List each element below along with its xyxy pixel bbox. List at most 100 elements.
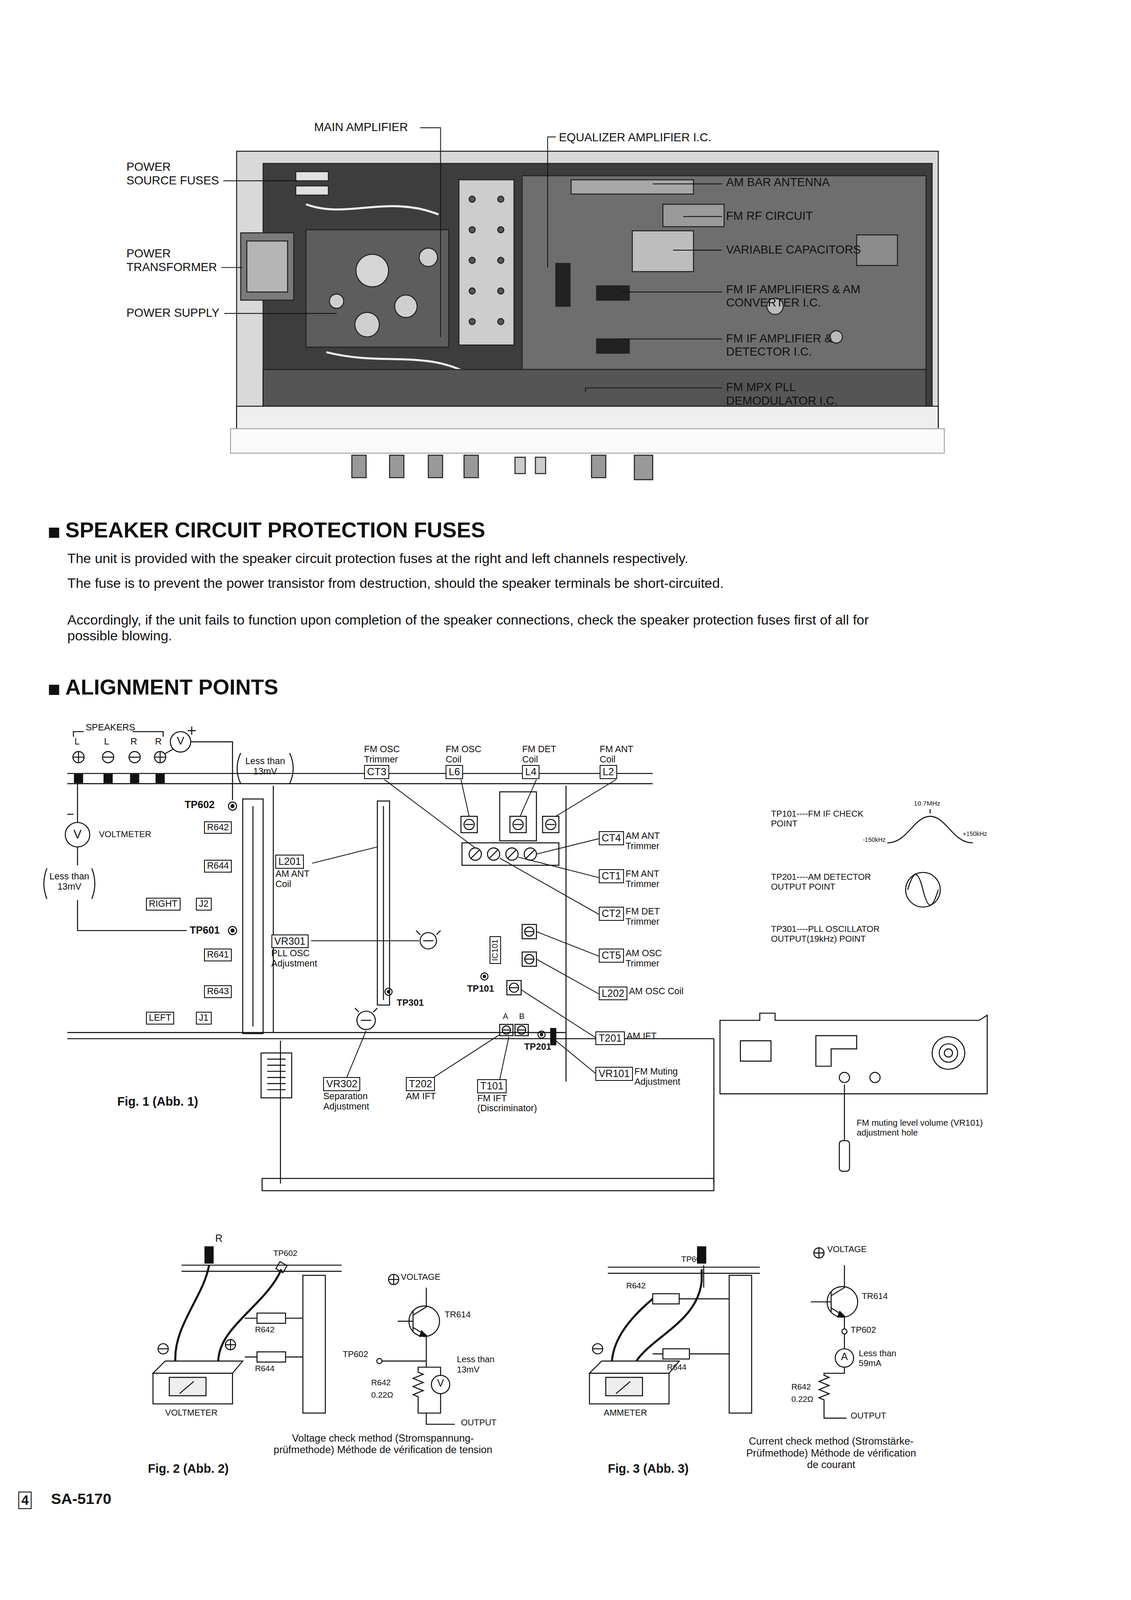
resistor-label: R642: [371, 1377, 391, 1388]
body-text: The unit is provided with the speaker ci…: [67, 550, 986, 567]
page-number-box: 4: [18, 1491, 32, 1509]
leader-line: [555, 779, 616, 817]
callout-label: FM IF AMPLIFIERS & AM CONVERTER I.C.: [725, 282, 864, 310]
voltage-check-drawing: [157, 1347, 169, 1349]
part-description: AM IFT: [626, 1031, 683, 1042]
part-code: 4: [21, 1492, 29, 1508]
alignment-drawing: [361, 1019, 372, 1021]
alignment-drawing: [74, 774, 83, 783]
part-box: CT4AM ANT Trimmer: [598, 830, 624, 846]
part-description: FM DET Coil: [521, 744, 572, 765]
leader-line: [346, 1030, 366, 1078]
part-code: CT2: [601, 907, 621, 919]
point-letter: A: [502, 1011, 509, 1021]
heading-bullet: [49, 684, 60, 695]
alignment-drawing: [513, 823, 522, 825]
alignment-drawing: [502, 1029, 511, 1031]
part-box: T202AM IFT: [405, 1076, 435, 1091]
callout-label: EQUALIZER AMPLIFIER I.C.: [558, 130, 712, 145]
alignment-drawing: [499, 791, 537, 841]
alignment-drawing: [525, 930, 534, 932]
part-box: CT5AM OSC Trimmer: [598, 948, 624, 963]
alignment-drawing: [489, 849, 498, 858]
alignment-drawing: [384, 988, 393, 996]
alignment-drawing: [419, 932, 437, 949]
test-point-label: TP602: [342, 1349, 369, 1359]
alignment-drawing: [545, 819, 556, 830]
chassis-photo: [351, 454, 366, 478]
part-code: R641: [206, 949, 229, 960]
instrument-label: VOLTMETER: [99, 829, 152, 840]
chassis-photo: [236, 151, 939, 429]
part-code: J1: [198, 1012, 209, 1023]
voltage-check-drawing: [303, 1275, 326, 1414]
callout-label: POWER TRANSFORMER: [126, 246, 229, 274]
leader-line: [384, 779, 476, 848]
part-description: Separation Adjustment: [323, 1091, 385, 1112]
section-heading: ALIGNMENT POINTS: [65, 675, 279, 700]
chassis-photo: [497, 287, 504, 294]
part-code: J2: [198, 898, 209, 909]
leader-line: [536, 931, 599, 956]
part-code: VR301: [274, 935, 306, 947]
voltage-check-drawing: [157, 1343, 169, 1354]
leader-line: [499, 857, 599, 914]
alignment-drawing: [67, 773, 653, 784]
alignment-drawing: [76, 783, 78, 823]
leader-line: [460, 779, 470, 817]
alignment-drawing: [521, 924, 537, 939]
chassis-photo: [230, 151, 945, 480]
signal-label: OUTPUT: [850, 1410, 887, 1421]
measurement-note: Less than 13mV: [44, 871, 94, 892]
alignment-drawing: [43, 868, 95, 899]
alignment-drawing: [487, 847, 500, 860]
alignment-drawing: [237, 752, 294, 784]
alignment-drawing: [356, 1011, 376, 1030]
alignment-drawing: [377, 800, 390, 1005]
alignment-drawing: [540, 1033, 543, 1036]
alignment-drawing: [550, 1028, 556, 1045]
chassis-photo: [856, 234, 898, 266]
part-box: CT1FM ANT Trimmer: [598, 868, 624, 884]
muting-bracket: [843, 1084, 845, 1141]
jack-label-box: RIGHT: [145, 897, 181, 911]
alignment-drawing: [102, 751, 114, 763]
alignment-drawing: [164, 749, 174, 755]
test-point-note: TP201----AM DETECTOR OUTPUT POINT: [770, 871, 904, 892]
part-code: R644: [206, 860, 229, 871]
alignment-drawing: [518, 1029, 526, 1031]
ic-box: IC101: [489, 935, 502, 964]
voltage-check-drawing: [225, 1339, 236, 1350]
voltage-check-drawing: [256, 1312, 286, 1324]
voltage-check-drawing: [376, 1358, 382, 1364]
leader-line: [536, 838, 599, 855]
voltage-check-drawing: [181, 1265, 342, 1271]
callout-label: MAIN AMPLIFIER: [314, 120, 409, 135]
part-box: L4FM DET Coil: [521, 764, 540, 779]
alignment-drawing: [507, 849, 516, 858]
current-check-drawing: [589, 1360, 680, 1373]
alignment-drawing: [524, 954, 534, 964]
measurement-note: Less than 59mA: [858, 1348, 908, 1369]
alignment-drawing: [228, 801, 237, 811]
voltage-check-drawing: [225, 1339, 236, 1350]
current-check-drawing: [615, 1381, 630, 1394]
leader-line: [221, 127, 723, 392]
voltage-check-drawing: [388, 1273, 399, 1285]
alignment-drawing: [546, 823, 555, 825]
test-point-label: TP301: [396, 997, 424, 1009]
leader-line: [520, 779, 537, 817]
alignment-drawing: [460, 816, 478, 833]
alignment-drawing: [463, 819, 475, 830]
signal-label: OUTPUT: [460, 1417, 497, 1428]
alignment-drawing: [187, 726, 196, 735]
alignment-drawing: [154, 752, 166, 763]
part-description: FM ANT Trimmer: [625, 868, 682, 890]
alignment-drawing: [156, 774, 165, 783]
alignment-drawing: [387, 990, 391, 993]
current-check-drawing: [703, 1265, 705, 1288]
chassis-photo: [521, 175, 926, 370]
alignment-drawing: [499, 1024, 514, 1036]
resistor-box: R642: [204, 821, 232, 834]
